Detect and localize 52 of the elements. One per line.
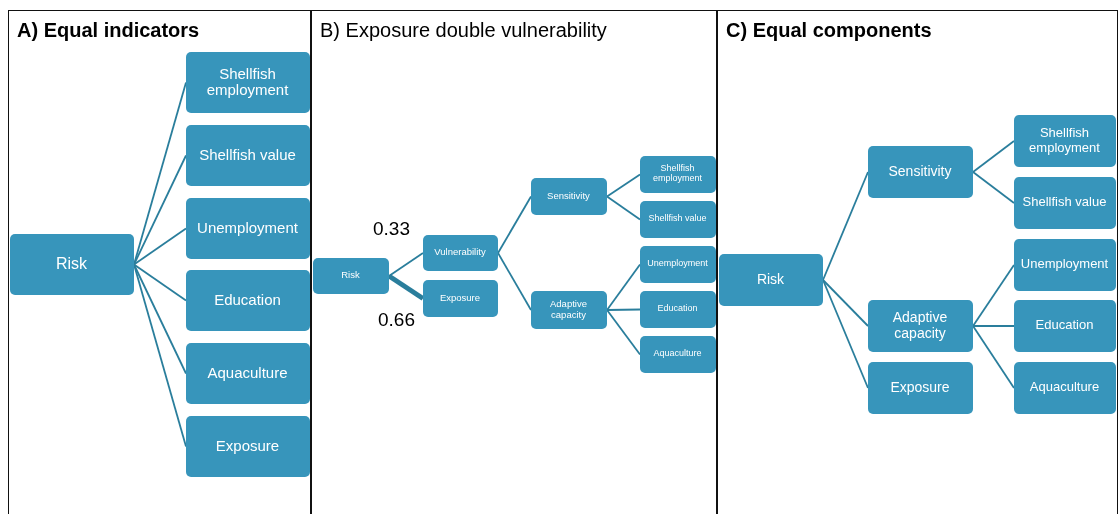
indicator-box: Adaptive capacity <box>530 290 607 329</box>
indicator-box: Education <box>1013 299 1116 352</box>
indicator-box: Exposure <box>867 361 973 414</box>
connector-line <box>606 173 641 198</box>
connector-line <box>388 252 424 277</box>
indicator-box: Education <box>639 290 716 328</box>
connector-line <box>972 325 1015 327</box>
panel-title: A) Equal indicators <box>17 19 200 42</box>
connector-line <box>972 325 1015 389</box>
connector-line <box>822 279 869 389</box>
indicator-box: Aquaculture <box>185 342 310 404</box>
indicator-box: Unemployment <box>639 245 716 283</box>
indicator-box: Risk <box>9 233 134 295</box>
panel-frame <box>717 10 1118 514</box>
indicator-box: Shellfish value <box>185 124 310 186</box>
indicator-box: Shellfish employment <box>639 155 716 193</box>
panel-frame <box>311 10 717 514</box>
indicator-box: Adaptive capacity <box>867 299 973 352</box>
connector-line <box>972 140 1015 173</box>
indicator-box: Aquaculture <box>1013 361 1116 414</box>
panel-title: C) Equal components <box>726 19 932 42</box>
connector-line <box>133 154 187 266</box>
indicator-box: Risk <box>718 253 823 306</box>
indicator-box: Shellfish employment <box>1013 114 1116 167</box>
connector-line <box>133 263 187 302</box>
indicator-box: Vulnerability <box>422 234 498 271</box>
indicator-box: Unemployment <box>1013 238 1116 291</box>
indicator-box: Shellfish employment <box>185 51 310 113</box>
indicator-box: Sensitivity <box>867 145 973 198</box>
connector-line <box>497 252 532 311</box>
indicator-box: Shellfish value <box>1013 176 1116 229</box>
connector-line <box>606 195 641 221</box>
indicator-box: Risk <box>312 257 389 294</box>
indicator-box: Aquaculture <box>639 335 716 373</box>
connector-line <box>822 171 869 281</box>
connector-line <box>497 195 532 254</box>
connector-line <box>133 263 187 375</box>
connector-line <box>606 308 641 311</box>
connector-line <box>822 279 869 327</box>
panel-title: B) Exposure double vulnerability <box>320 19 607 42</box>
indicator-box: Exposure <box>422 279 498 317</box>
indicator-box: Shellfish value <box>639 200 716 238</box>
panel-frame <box>8 10 311 514</box>
connector-line <box>133 227 187 266</box>
connector-line <box>606 309 641 356</box>
connector-line <box>606 263 641 311</box>
indicator-box: Exposure <box>185 415 310 477</box>
indicator-box: Sensitivity <box>530 177 607 215</box>
connector-line <box>972 264 1015 327</box>
indicator-box: Unemployment <box>185 197 310 259</box>
indicator-box: Education <box>185 269 310 331</box>
connector-line <box>972 171 1015 204</box>
